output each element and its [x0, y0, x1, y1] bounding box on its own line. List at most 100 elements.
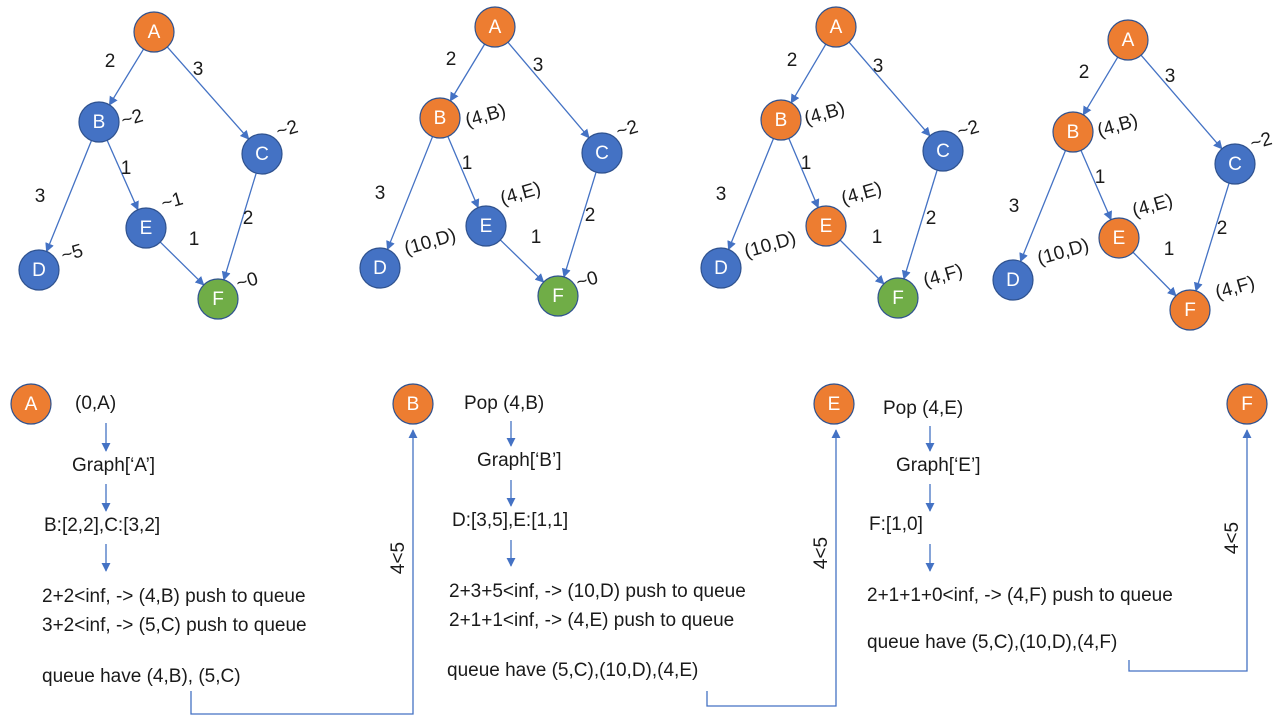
edge-weight-be: 1 — [462, 153, 473, 174]
node-circle — [10, 383, 52, 425]
node-circle — [1169, 289, 1211, 331]
transition-arrow — [190, 429, 418, 715]
node-f: F — [877, 277, 919, 319]
edge-b-d — [45, 140, 93, 253]
transition-condition: 4<5 — [388, 542, 409, 574]
queue-state-text: queue have (5,C),(10,D),(4,E) — [447, 660, 698, 681]
step-f: F — [1226, 383, 1268, 425]
node-annotation-e: (4,E) — [1130, 190, 1175, 222]
edge-weight-ef: 1 — [872, 227, 883, 248]
node-letter: F — [1241, 394, 1253, 415]
transition-arrow — [706, 429, 841, 707]
edge-e-f — [159, 241, 205, 286]
transition-1: 4<5 — [190, 429, 418, 715]
push-line: 2+2<inf, -> (4,B) push to queue — [42, 586, 306, 607]
edge-b-d — [1019, 150, 1067, 263]
edge-a-c — [848, 41, 931, 137]
node-circle — [922, 130, 964, 172]
edge-b-e — [106, 140, 139, 211]
node-letter: D — [32, 260, 46, 281]
node-letter: B — [775, 110, 788, 131]
edge-weight-bd: 3 — [375, 183, 386, 204]
edge-weight-ef: 1 — [1164, 239, 1175, 260]
node-c: C — [241, 133, 283, 175]
edge-e-f — [1132, 251, 1177, 297]
node-letter: A — [148, 22, 161, 43]
node-circle — [1107, 19, 1149, 61]
node-circle — [1052, 111, 1094, 153]
node-circle — [1214, 143, 1256, 185]
node-annotation-d: (10,D) — [1035, 235, 1092, 270]
transition-condition: 4<5 — [811, 537, 832, 569]
push-line: 2+1+1<inf, -> (4,E) push to queue — [449, 610, 734, 631]
node-f: F — [197, 278, 239, 320]
node-annotation-d: (10,D) — [742, 228, 799, 263]
edge-weight-bd: 3 — [1009, 196, 1020, 217]
edge-weight-be: 1 — [1095, 167, 1106, 188]
node-b: B — [760, 99, 802, 141]
edge-b-e — [788, 138, 820, 209]
node-f: F — [537, 275, 579, 317]
edge-weight-ac: 3 — [1165, 66, 1176, 87]
node-e: E — [125, 207, 167, 249]
edge-c-f — [901, 169, 938, 280]
node-circle — [78, 101, 120, 143]
transition-condition: 4<5 — [1222, 522, 1243, 554]
edge-weight-be: 1 — [801, 153, 812, 174]
node-circle — [125, 207, 167, 249]
node-a: A — [815, 6, 857, 48]
node-d: D — [700, 247, 742, 289]
node-letter: F — [892, 288, 904, 309]
neighbors-text: D:[3,5],E:[1,1] — [452, 510, 568, 531]
node-circle — [813, 383, 855, 425]
neighbors-text: F:[1,0] — [869, 514, 923, 535]
node-letter: B — [1067, 122, 1080, 143]
node-b: B — [419, 97, 461, 139]
edge-weight-bd: 3 — [35, 186, 46, 207]
node-b: B — [1052, 111, 1094, 153]
node-letter: F — [1184, 300, 1196, 321]
edge-weight-bd: 3 — [716, 184, 727, 205]
node-letter: B — [434, 108, 447, 129]
node-circle — [359, 247, 401, 289]
node-letter: C — [1228, 154, 1242, 175]
edge-weight-ab: 2 — [1079, 62, 1090, 83]
edge-a-b — [108, 48, 145, 106]
node-letter: A — [830, 17, 843, 38]
node-circle — [815, 6, 857, 48]
pop-text: Pop (4,E) — [883, 398, 963, 419]
node-f: F — [1169, 289, 1211, 331]
node-circle — [992, 259, 1034, 301]
push-line: 2+3+5<inf, -> (10,D) push to queue — [449, 581, 746, 602]
node-annotation-e: (4,E) — [839, 178, 884, 210]
node-circle — [465, 205, 507, 247]
transition-arrow — [1128, 429, 1252, 672]
node-annotation-d: ~5 — [59, 240, 86, 266]
edge-c-f — [561, 171, 597, 278]
node-circle — [474, 6, 516, 48]
neighbors-text: B:[2,2],C:[3,2] — [44, 515, 160, 536]
node-annotation-c: ~2 — [955, 116, 982, 142]
node-circle — [392, 383, 434, 425]
edge-a-c — [507, 41, 590, 139]
graph-lookup-text: Graph[‘E’] — [896, 455, 980, 476]
node-e: E — [465, 205, 507, 247]
edge-weight-ac: 3 — [193, 59, 204, 80]
node-circle — [1098, 217, 1140, 259]
node-letter: E — [828, 394, 841, 415]
algorithm-steps: A(0,A)Graph[‘A’]B:[2,2],C:[3,2]2+2<inf, … — [10, 383, 1268, 715]
node-annotation-c: ~2 — [614, 116, 641, 142]
step-node-f: F — [1226, 383, 1268, 425]
node-letter: A — [489, 17, 502, 38]
node-circle — [241, 133, 283, 175]
edge-weight-be: 1 — [121, 158, 132, 179]
node-d: D — [18, 249, 60, 291]
edge-weight-cf: 2 — [1217, 218, 1228, 239]
